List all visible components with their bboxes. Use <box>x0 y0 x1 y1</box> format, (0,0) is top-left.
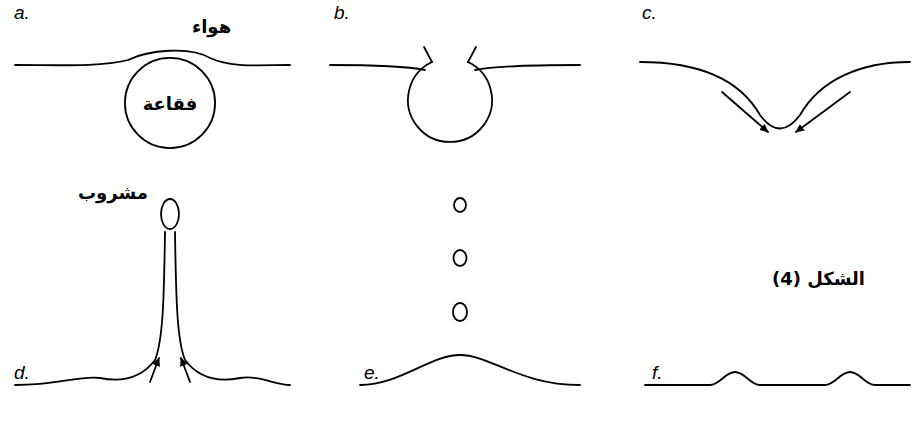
panel-letter: b. <box>334 2 350 25</box>
panel-letter: a. <box>14 2 30 25</box>
film-flap <box>424 47 432 62</box>
flow-arrow <box>181 358 190 382</box>
panel-letter: f. <box>652 362 663 385</box>
droplet <box>454 198 466 212</box>
collapsing-cavity <box>640 62 910 129</box>
liquid-surface <box>360 355 580 385</box>
droplet <box>454 250 467 266</box>
droplet <box>453 303 467 321</box>
ripple-surface <box>645 372 910 385</box>
flow-arrow <box>722 92 768 132</box>
panel-letter: e. <box>364 362 380 385</box>
jet-droplet <box>161 199 179 229</box>
bubble-label: فقاعة <box>143 93 198 114</box>
liquid-surface <box>15 51 290 66</box>
open-bubble <box>408 62 492 142</box>
bubble-circle: فقاعة <box>124 57 216 149</box>
film-flap <box>468 47 476 62</box>
flow-arrow <box>150 358 159 382</box>
drink-label: مشروب <box>78 182 148 204</box>
liquid-surface <box>330 65 425 70</box>
figure-caption: الشكل (4) <box>772 268 865 290</box>
liquid-jet <box>15 232 290 385</box>
flow-arrow <box>796 92 850 132</box>
panel-letter: d. <box>14 362 30 385</box>
air-label: هواء <box>192 16 231 38</box>
panel-letter: c. <box>642 2 657 25</box>
liquid-surface <box>475 65 580 70</box>
